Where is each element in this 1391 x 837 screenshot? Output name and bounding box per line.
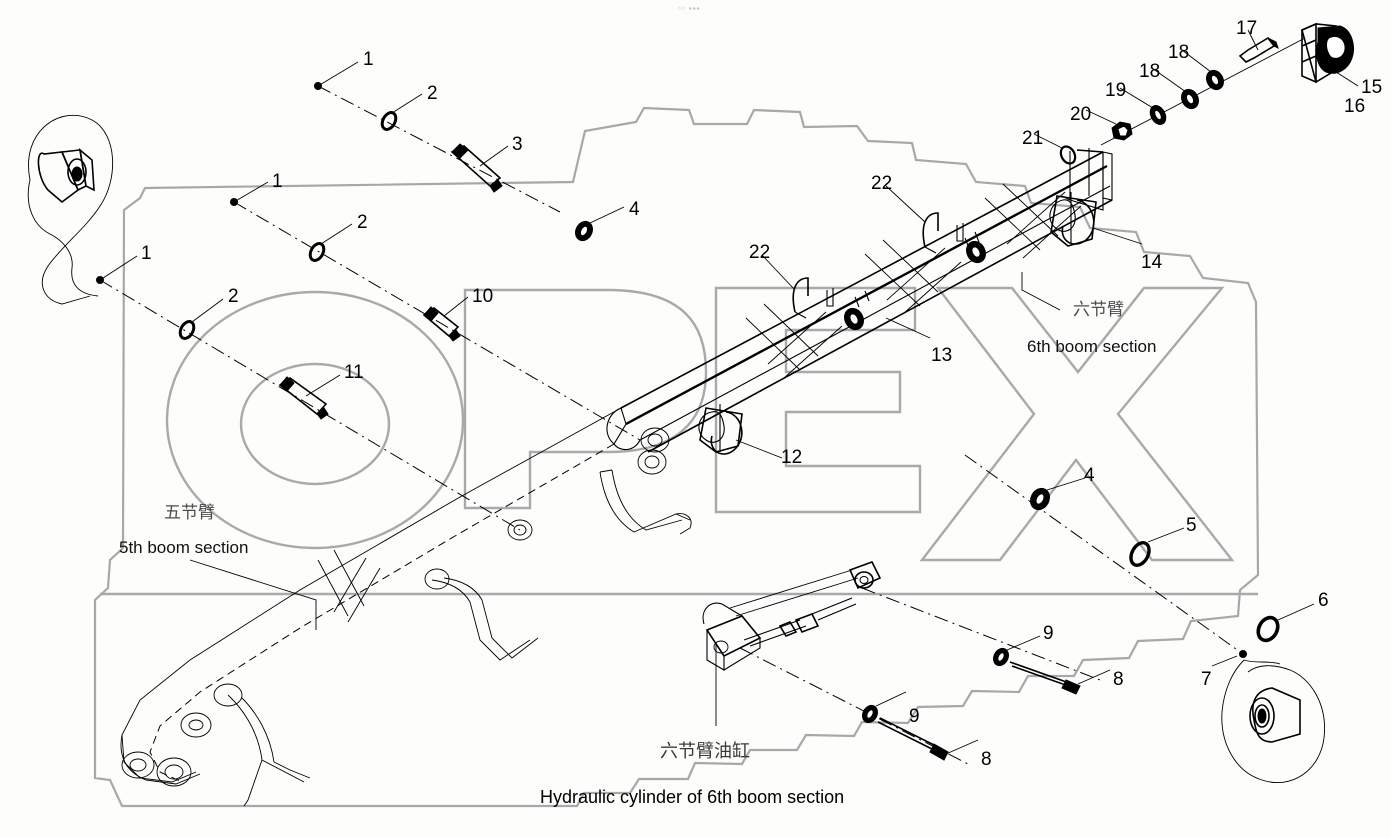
callout-23: 16 xyxy=(1344,96,1366,117)
washer-part-18-a xyxy=(1206,69,1224,91)
washer-part-18-b xyxy=(1181,88,1199,110)
callout-17: 20 xyxy=(1070,104,1092,125)
hose-clamp-22-a xyxy=(792,277,834,319)
ring-part-19 xyxy=(1149,105,1167,125)
fastener-axis-top-right xyxy=(1100,37,1306,146)
callout-21: 17 xyxy=(1236,18,1258,39)
detail-balloon-fitting xyxy=(27,114,114,305)
callout-26: 6 xyxy=(1318,590,1329,611)
hose-clamp-22-b xyxy=(922,212,964,254)
callout-22: 15 xyxy=(1361,77,1383,98)
clamp-bracket-14 xyxy=(1049,192,1097,247)
callout-9: 10 xyxy=(472,286,494,307)
callout-25: 5 xyxy=(1186,515,1197,536)
detail-balloon-bushing xyxy=(1221,650,1326,783)
callout-8: 2 xyxy=(228,286,239,307)
callout-19: 18 xyxy=(1139,61,1161,82)
callout-27: 7 xyxy=(1201,669,1212,690)
hydraulic-hose-elbow xyxy=(599,427,692,535)
leader-lines xyxy=(99,29,1359,765)
cylinder-caption-en: Hydraulic cylinder of 6th boom section xyxy=(540,787,845,807)
boom-section-5-outline xyxy=(120,407,622,807)
nut-part-20 xyxy=(1111,121,1133,141)
callout-3: 3 xyxy=(512,134,523,155)
callout-12: 22 xyxy=(749,242,771,263)
cylinder-caption-cn: 六节臂油缸 xyxy=(660,741,750,762)
callout-11: 22 xyxy=(871,173,893,194)
callout-24: 4 xyxy=(1084,465,1095,486)
callout-15: 14 xyxy=(1141,252,1163,273)
callout-5: 2 xyxy=(357,212,368,233)
clamp-bracket-12 xyxy=(698,404,743,455)
top-micro-watermark: ▫▫ ▪▪▪ xyxy=(678,4,701,13)
boom-section-6-beam xyxy=(606,148,1113,453)
oring-part-21 xyxy=(1059,145,1077,165)
callout-1: 1 xyxy=(363,49,374,70)
callout-16: 21 xyxy=(1022,128,1044,149)
hydraulic-cylinder-assembly xyxy=(702,561,882,671)
beam-ring-13 xyxy=(844,240,986,331)
section-5-label-en: 5th boom section xyxy=(119,538,249,557)
callout-6: 4 xyxy=(629,199,640,220)
callout-14: 12 xyxy=(781,447,803,468)
bracket-part-15-16 xyxy=(1301,22,1354,84)
callout-10: 11 xyxy=(344,362,364,383)
section-5-label-cn: 五节臂 xyxy=(164,503,215,523)
callout-20: 18 xyxy=(1168,42,1190,63)
bolt-part-17 xyxy=(1238,36,1279,63)
watermark-gear-outline xyxy=(93,106,1260,808)
callout-29: 8 xyxy=(1113,669,1124,690)
section-6-label-en: 6th boom section xyxy=(1027,337,1157,356)
callout-7: 1 xyxy=(141,243,152,264)
watermark-opex-text xyxy=(100,286,1258,596)
callout-30: 9 xyxy=(909,706,920,727)
callout-2: 2 xyxy=(427,83,438,104)
callout-4: 1 xyxy=(272,171,283,192)
callout-31: 8 xyxy=(981,749,992,770)
callout-28: 9 xyxy=(1043,623,1054,644)
callout-18: 19 xyxy=(1105,80,1127,101)
section-6-label-cn: 六节臂 xyxy=(1073,300,1124,320)
callout-13: 13 xyxy=(931,345,953,366)
